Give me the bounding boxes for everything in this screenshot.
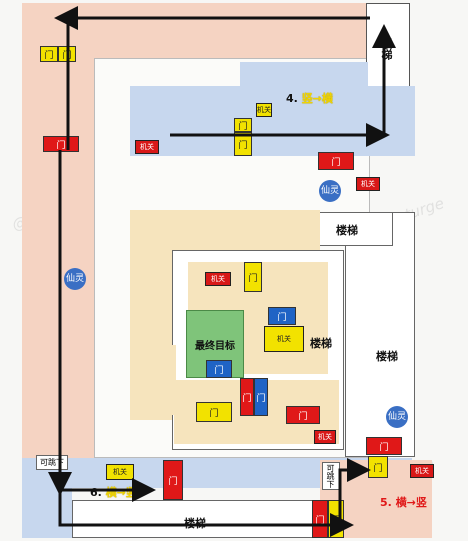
fairy-npc-icon[interactable]: 仙灵 xyxy=(386,406,408,428)
stairs-label: 楼梯 xyxy=(310,337,332,350)
mechanism-switch[interactable]: 机关 xyxy=(410,464,434,478)
step-number: 5. xyxy=(380,496,392,509)
stairs-room-bottom xyxy=(72,500,352,538)
door-yellow[interactable]: 门 xyxy=(40,46,58,62)
door-yellow[interactable]: 门 xyxy=(234,118,252,132)
left-corridor xyxy=(22,3,94,463)
door-blue[interactable]: 门 xyxy=(206,360,232,378)
fairy-npc-icon[interactable]: 仙灵 xyxy=(319,180,341,202)
mechanism-switch[interactable]: 机关 xyxy=(264,326,304,352)
mechanism-switch[interactable]: 机关 xyxy=(356,177,380,191)
step-number: 4. xyxy=(286,92,298,105)
step-4-label: 4. 竖→横 xyxy=(286,90,333,106)
door-red[interactable]: 门 xyxy=(163,460,183,500)
door-red[interactable]: 门 xyxy=(318,152,354,170)
mechanism-switch[interactable]: 机关 xyxy=(106,464,134,480)
step-5-label: 5. 横→竖 xyxy=(380,494,427,510)
door-red[interactable]: 门 xyxy=(240,378,254,416)
left-beige-wing xyxy=(130,345,176,415)
route-arrow-bottom xyxy=(58,490,354,537)
door-red[interactable]: 门 xyxy=(312,500,328,538)
stairs-label: 楼梯 xyxy=(336,224,358,237)
door-yellow[interactable]: 门 xyxy=(196,402,232,422)
mechanism-switch[interactable]: 机关 xyxy=(256,103,272,117)
step-direction: 横→竖 xyxy=(395,496,427,509)
fairy-npc-icon[interactable]: 仙灵 xyxy=(64,268,86,290)
door-red[interactable]: 门 xyxy=(366,437,402,455)
stairs-room-small xyxy=(318,212,393,246)
door-red[interactable]: 门 xyxy=(286,406,320,424)
door-blue[interactable]: 门 xyxy=(268,307,296,325)
mechanism-switch[interactable]: 机关 xyxy=(135,140,159,154)
step-direction: 竖→横 xyxy=(301,92,333,105)
stairs-label: 楼梯 xyxy=(376,350,398,363)
route-arrow-step5 xyxy=(338,458,371,525)
door-yellow[interactable]: 门 xyxy=(244,262,262,292)
blue-zone-bottom-left xyxy=(22,488,72,538)
step-number: 6. xyxy=(90,486,102,499)
door-blue[interactable]: 门 xyxy=(254,378,268,416)
mechanism-switch[interactable]: 机关 xyxy=(314,430,336,444)
mechanism-switch[interactable]: 机关 xyxy=(205,272,231,286)
door-yellow[interactable]: 门 xyxy=(234,132,252,156)
